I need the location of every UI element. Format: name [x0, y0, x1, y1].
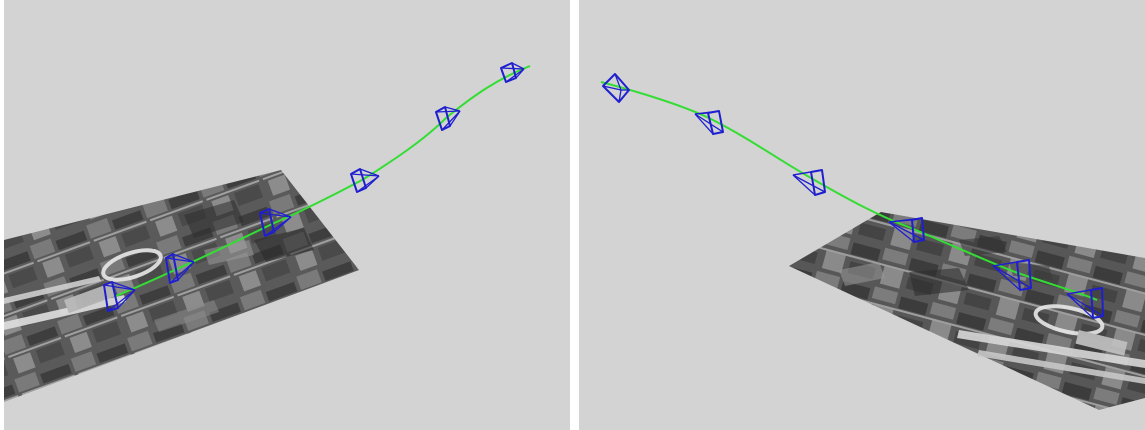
ground-image-plane: [4, 170, 359, 402]
camera-frustum: [500, 62, 525, 83]
camera-frustum: [350, 168, 380, 193]
camera-frustum: [888, 217, 925, 243]
camera-frustum: [694, 110, 724, 135]
right-view-canvas: [600, 73, 1145, 410]
field-patches: [154, 200, 314, 332]
right-view-panel: [579, 0, 1145, 430]
camera-frustum: [602, 73, 630, 103]
camera-frustum: [165, 253, 195, 284]
camera-frustum: [103, 281, 136, 312]
airport-runways: [957, 304, 1145, 384]
left-view-panel: [4, 0, 570, 430]
airport-runways: [4, 248, 163, 330]
field-patches: [839, 236, 1053, 296]
camera-frustum: [792, 169, 826, 196]
camera-frustum: [435, 106, 461, 131]
camera-frustum: [1066, 287, 1104, 319]
camera-frustum: [259, 208, 292, 237]
ground-image-plane: [789, 212, 1145, 410]
left-view-canvas: [4, 62, 531, 402]
camera-frustum: [992, 259, 1032, 291]
